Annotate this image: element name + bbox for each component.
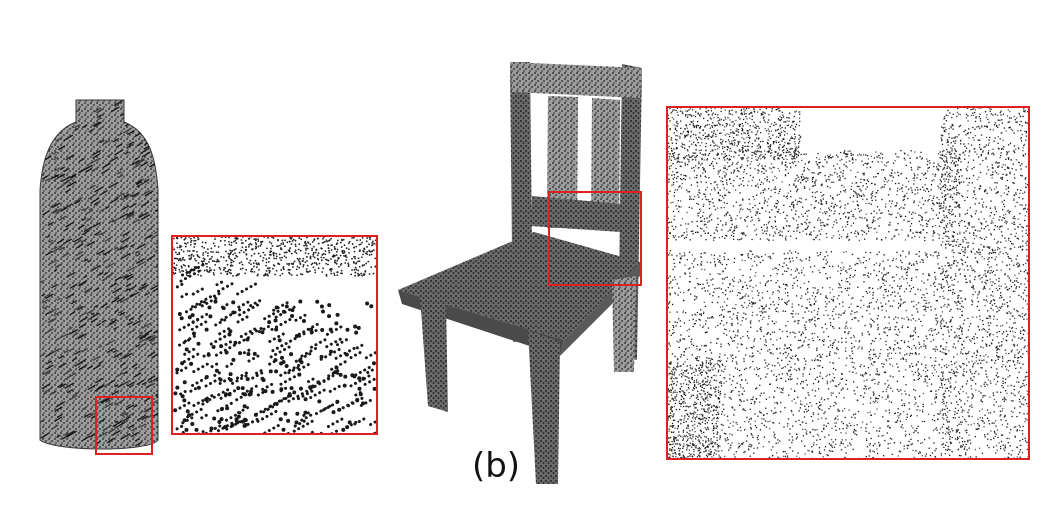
chair-back-slat-left [547,96,578,228]
chair-top-rail [510,62,642,98]
bottle-highlight-box [95,396,153,455]
bottle-point-cloud [39,99,159,450]
chair-zoom-inset [666,106,1030,460]
chair-zoom-dots [667,107,1029,459]
figure-caption: (b) [471,446,521,486]
chair-seat [398,232,640,340]
chair-back-slat-right [591,98,620,230]
chair-front-right-leg [528,330,560,484]
chair-front-left-leg [420,296,448,412]
bottle-zoom-dots [172,236,377,434]
chair-highlight-box [548,191,642,286]
bottle-dot-streaks [40,100,158,447]
chair-point-cloud [398,62,642,484]
chair-back-leg-lower [612,276,636,372]
bottle-zoom-inset [171,235,378,435]
chair-lower-rail [531,196,622,232]
